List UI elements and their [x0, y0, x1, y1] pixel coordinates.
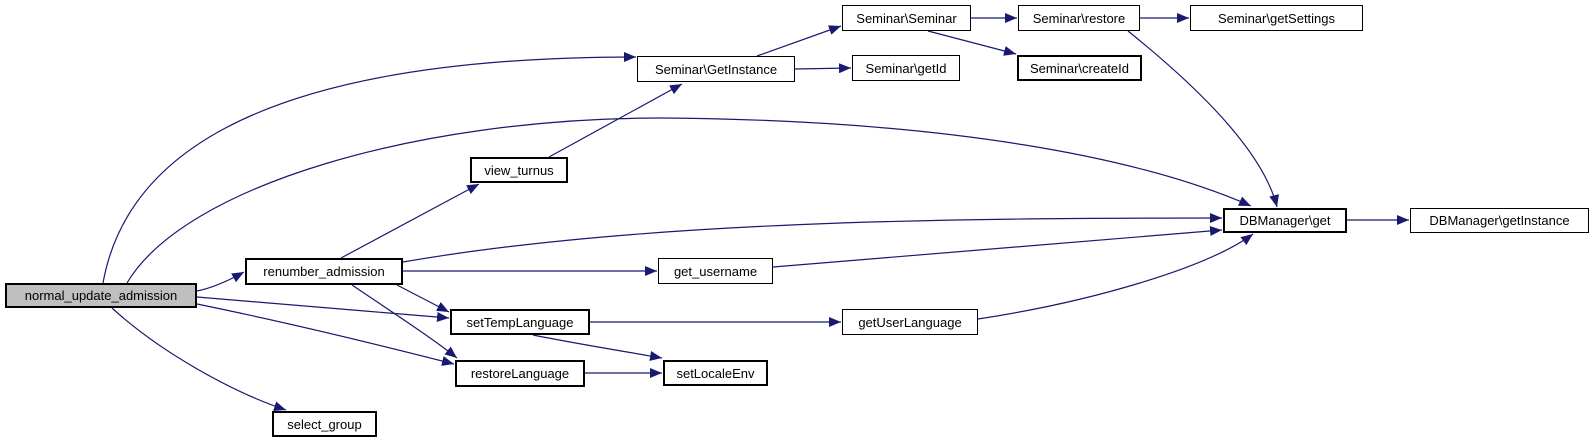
edge-normal_update_admission-to-select_group — [111, 307, 287, 411]
graph-node-seminar_seminar[interactable]: Seminar\Seminar — [842, 5, 971, 31]
graph-node-seminar_createid[interactable]: Seminar\createId — [1017, 55, 1142, 81]
edge-normal_update_admission-to-seminar_getinstance — [102, 52, 637, 284]
edge-seminar_restore-to-dbmanager_get — [1127, 30, 1279, 208]
edge-renumber_admission-to-dbmanager_get — [402, 213, 1223, 263]
graph-node-getUserLanguage[interactable]: getUserLanguage — [842, 309, 978, 335]
graph-node-seminar_restore[interactable]: Seminar\restore — [1018, 5, 1140, 31]
edges-group — [102, 13, 1409, 411]
graph-node-dbmanager_get[interactable]: DBManager\get — [1223, 208, 1347, 233]
edge-normal_update_admission-to-restoreLanguage — [196, 303, 455, 366]
edge-renumber_admission-to-restoreLanguage — [351, 284, 458, 359]
graph-node-get_username[interactable]: get_username — [658, 258, 773, 284]
edge-normal_update_admission-to-setTempLanguage — [196, 296, 450, 322]
graph-node-seminar_getid[interactable]: Seminar\getId — [852, 55, 960, 81]
graph-node-seminar_getinstance[interactable]: Seminar\GetInstance — [637, 56, 795, 82]
edge-setTempLanguage-to-setLocaleEnv — [532, 334, 663, 361]
edge-renumber_admission-to-view_turnus — [340, 183, 480, 259]
edge-normal_update_admission-to-renumber_admission — [196, 271, 245, 292]
graph-node-dbmanager_getinstance[interactable]: DBManager\getInstance — [1410, 208, 1589, 233]
edge-seminar_getinstance-to-seminar_seminar — [756, 25, 842, 57]
graph-node-seminar_getsettings[interactable]: Seminar\getSettings — [1190, 5, 1363, 31]
graph-node-normal_update_admission[interactable]: normal_update_admission — [5, 283, 197, 308]
graph-node-view_turnus[interactable]: view_turnus — [470, 157, 568, 183]
edge-renumber_admission-to-setTempLanguage — [396, 284, 450, 313]
edge-getUserLanguage-to-dbmanager_get — [977, 233, 1254, 320]
edge-view_turnus-to-seminar_getinstance — [548, 83, 683, 158]
edge-get_username-to-dbmanager_get — [772, 225, 1223, 268]
graph-node-setLocaleEnv[interactable]: setLocaleEnv — [663, 360, 768, 386]
edge-seminar_seminar-to-seminar_createid — [927, 30, 1017, 56]
graph-node-renumber_admission[interactable]: renumber_admission — [245, 258, 403, 285]
edge-normal_update_admission-to-dbmanager_get — [126, 117, 1252, 284]
graph-node-restoreLanguage[interactable]: restoreLanguage — [455, 360, 585, 387]
graph-node-setTempLanguage[interactable]: setTempLanguage — [450, 309, 590, 335]
edge-seminar_getinstance-to-seminar_getid — [794, 63, 852, 74]
graph-node-select_group[interactable]: select_group — [272, 411, 377, 437]
